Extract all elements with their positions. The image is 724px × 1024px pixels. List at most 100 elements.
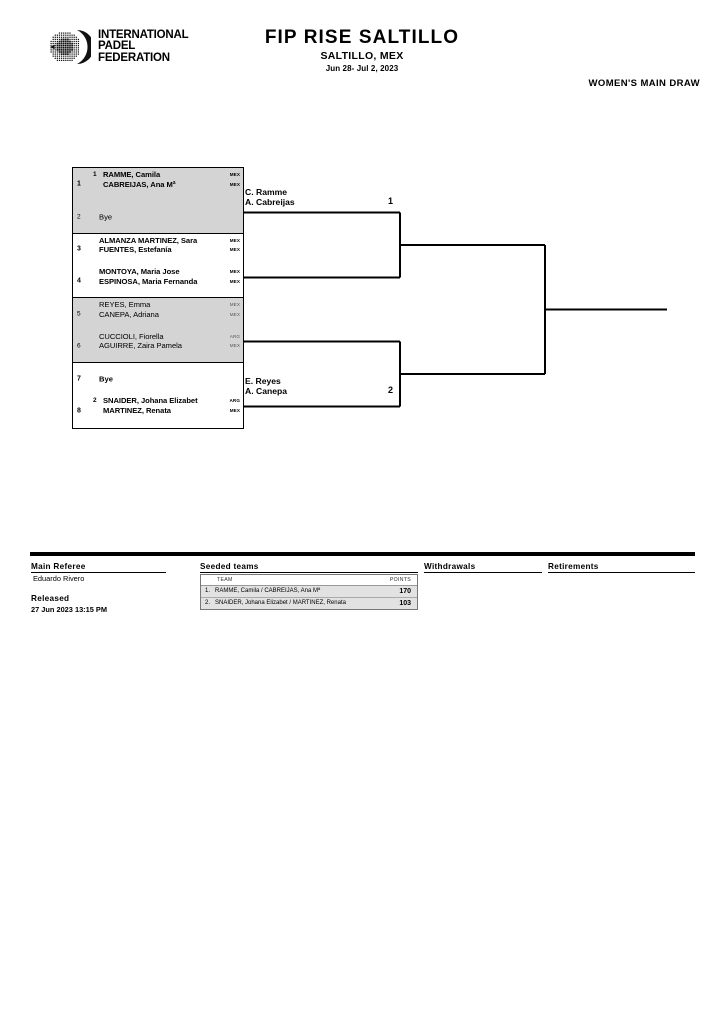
entry-country-1: MEX [229, 302, 240, 308]
seeded-teams-label: Seeded teams [200, 562, 259, 571]
seeded-table-row[interactable]: 2. SNAIDER, Johana Elizabet / MARTINEZ, R… [201, 598, 417, 609]
seeded-rank: 1. [205, 588, 211, 594]
entry-country-1: MEX [229, 172, 240, 177]
entry-country-2: MEX [229, 343, 240, 349]
entry-position-number: 1 [77, 180, 81, 188]
entry-country-1: ARG [229, 398, 240, 404]
seeded-col-team: TEAM [217, 576, 233, 583]
entry-position-number: 6 [77, 342, 81, 350]
draw-category-label: WOMEN'S MAIN DRAW [588, 78, 700, 89]
entry-country-codes: MEX MEX [230, 170, 240, 189]
seeded-col-points: POINTS [389, 576, 411, 583]
entry-player-1: SNAIDER, Johana Elizabet [103, 396, 198, 406]
ipf-logo: INTERNATIONAL PADEL FEDERATION [47, 26, 189, 68]
entry-country-1: ARG [229, 333, 240, 339]
entry-country-2: MEX [229, 247, 240, 253]
entry-position-number: 3 [77, 245, 81, 253]
entry-seed-number: 1 [93, 171, 97, 178]
advancing-top-seed: 1 [388, 196, 394, 206]
ipf-halftone-circle-logo [47, 26, 91, 68]
seeded-points: 170 [399, 587, 411, 595]
seeded-teams-underline [200, 572, 418, 573]
entry-player-1: RAMME, Camila [103, 170, 161, 179]
withdrawals-underline [424, 572, 542, 573]
entry-player-1: REYES, Emma [99, 300, 151, 310]
entry-country-2: MEX [229, 311, 240, 317]
advancing-bottom-line2: A. Canepa [245, 386, 288, 397]
advancing-bottom-line1: E. Reyes [245, 376, 281, 386]
entry-position-number: 7 [77, 375, 81, 383]
tournament-dates: Jun 28- Jul 2, 2023 [325, 64, 399, 73]
tournament-title: FIP RISE SALTILLO [264, 27, 460, 48]
released-label: Released [31, 594, 70, 603]
logo-line-3: FEDERATION [98, 51, 170, 64]
advancing-top-line2: A. Cabreijas [245, 197, 295, 208]
page-header: INTERNATIONAL PADEL FEDERATION FIP RISE … [0, 0, 724, 110]
ipf-logo-text: INTERNATIONAL PADEL FEDERATION [98, 28, 189, 65]
entry-country-2: MEX [229, 408, 240, 414]
entry-position-number: 2 [77, 213, 81, 221]
entry-row[interactable]: 7 Bye [73, 362, 243, 394]
advancing-team-top: C. Ramme A. Cabreijas [245, 187, 295, 208]
entry-bye-label: Bye [99, 212, 113, 222]
seeded-points: 103 [399, 599, 411, 607]
entry-country-codes: ARG MEX [229, 396, 240, 415]
logo-line-1: INTERNATIONAL [98, 28, 189, 41]
entry-player-1: CUCCIOLI, Fiorella [99, 331, 164, 341]
seeded-table-row[interactable]: 1. RAMME, Camila / CABREIJAS, Ana Mª 170 [201, 586, 417, 598]
main-referee-label: Main Referee [31, 562, 86, 571]
released-value: 27 Jun 2023 13:15 PM [31, 605, 108, 614]
seeded-rank: 2. [205, 600, 211, 606]
entry-player-1: ALMANZA MARTINEZ, Sara [99, 235, 198, 245]
entry-player-2: ESPINOSA, Maria Fernanda [99, 276, 198, 286]
entry-player-2: CABREIJAS, Ana Mª [103, 179, 176, 189]
entry-seed-number: 2 [93, 397, 97, 405]
advancing-top-line1: C. Ramme [245, 187, 288, 197]
tournament-title-block: FIP RISE SALTILLO SALTILLO, MEX Jun 28- … [0, 27, 724, 74]
entry-position-number: 4 [77, 277, 81, 285]
entry-player-2: MARTINEZ, Renata [103, 406, 171, 416]
entry-position-number: 8 [77, 407, 81, 415]
seeded-table-header: TEAM POINTS [201, 575, 417, 586]
seeded-team-name: RAMME, Camila / CABREIJAS, Ana Mª [215, 588, 321, 594]
tournament-location: SALTILLO, MEX [320, 50, 404, 62]
seeded-teams-table: TEAM POINTS 1. RAMME, Camila / CABREIJAS,… [200, 574, 418, 610]
seeded-team-name: SNAIDER, Johana Elizabet / MARTINEZ, Ren… [215, 600, 346, 606]
entry-player-2: AGUIRRE, Zaira Pamela [99, 341, 182, 351]
entry-player-1: MONTOYA, Maria Jose [99, 267, 180, 277]
entry-player-2: FUENTES, Estefanía [99, 245, 172, 255]
entry-player-2: CANEPA, Adriana [99, 309, 159, 319]
retirements-label: Retirements [548, 562, 599, 571]
entry-country-2: MEX [229, 181, 240, 187]
entry-country-codes: MEX MEX [230, 300, 240, 319]
entry-country-2: MEX [229, 278, 240, 284]
footer-divider [30, 552, 695, 556]
advancing-team-bottom: E. Reyes A. Canepa [245, 376, 287, 397]
entry-position-number: 5 [77, 310, 81, 318]
entry-bye-label: Bye [99, 374, 113, 384]
entry-row[interactable]: 2 Bye [73, 200, 243, 233]
entry-country-codes: MEX MEX [230, 236, 240, 255]
advancing-bottom-seed: 2 [388, 385, 394, 395]
withdrawals-label: Withdrawals [424, 562, 476, 571]
logo-line-2: PADEL [98, 40, 136, 53]
entry-country-1: MEX [229, 237, 240, 243]
retirements-underline [548, 572, 695, 573]
main-referee-underline [31, 572, 166, 573]
main-referee-name: Eduardo Rivero [33, 574, 85, 583]
